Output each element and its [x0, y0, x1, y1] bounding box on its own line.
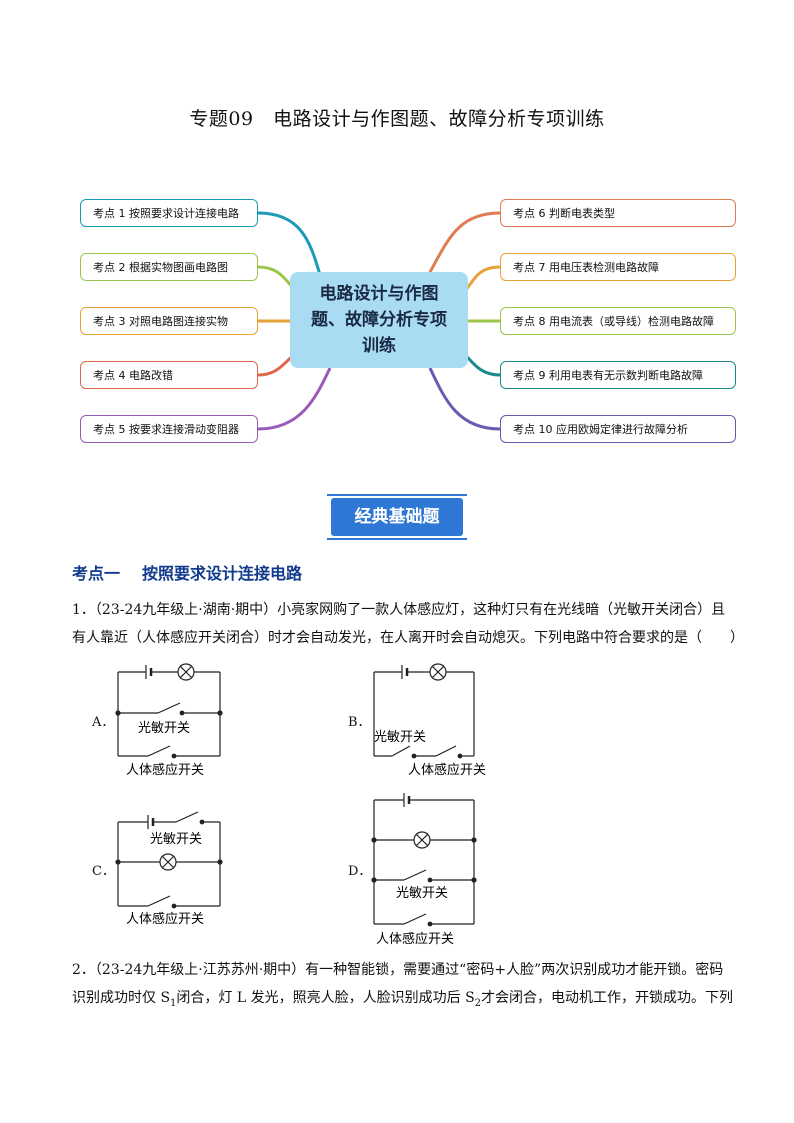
circuit-c [115, 811, 223, 909]
mindmap-center: 电路设计与作图题、故障分析专项训练 [290, 272, 468, 368]
mindmap-right-item-6: 考点 6 判断电表类型 [500, 199, 736, 227]
option-c-label: C． [92, 864, 115, 879]
question-2-line-2: 识别成功时仅 S1闭合，灯 L 发光，照亮人脸，人脸识别成功后 S2才会闭合，电… [72, 984, 734, 1018]
section-banner: 经典基础题 [327, 494, 467, 540]
s1-subscript: 1 [170, 997, 177, 1009]
question-2: 2．（23-24九年级上·江苏苏州·期中）有一种智能锁，需要通过“密码+人脸”两… [72, 956, 734, 1018]
question-2-text-c: 才会闭合，电动机工作，开锁成功。下列 [481, 990, 734, 1006]
circuit-d-body-switch-label: 人体感应开关 [376, 931, 454, 947]
question-2-text-a: 识别成功时仅 S [72, 990, 171, 1006]
mindmap-right-item-10: 考点 10 应用欧姆定律进行故障分析 [500, 415, 736, 443]
banner-label: 经典基础题 [354, 507, 440, 527]
option-b-label: B． [348, 715, 371, 730]
circuit-a [115, 663, 223, 759]
mindmap-left-item-5: 考点 5 按要求连接滑动变阻器 [80, 415, 258, 443]
circuit-b-body-switch-label: 人体感应开关 [408, 762, 486, 778]
mindmap-right-item-8: 考点 8 用电流表（或导线）检测电路故障 [500, 307, 736, 335]
circuit-c-photo-switch-label: 光敏开关 [150, 832, 202, 847]
circuit-d [371, 793, 477, 927]
section-title: 按照要求设计连接电路 [142, 564, 303, 583]
page-title: 专题09 电路设计与作图题、故障分析专项训练 [189, 108, 605, 130]
question-2-text-b: 闭合，灯 L 发光，照亮人脸，人脸识别成功后 S [176, 990, 475, 1006]
mindmap-left-item-4: 考点 4 电路改错 [80, 361, 258, 389]
circuit-b [373, 663, 475, 759]
mindmap-left-item-2: 考点 2 根据实物图画电路图 [80, 253, 258, 281]
circuit-a-body-switch-label: 人体感应开关 [126, 762, 204, 778]
mindmap-right-item-7: 考点 7 用电压表检测电路故障 [500, 253, 736, 281]
question-1-line-1: 1．（23-24九年级上·湖南·期中）小亮家网购了一款人体感应灯，这种灯只有在光… [72, 602, 726, 618]
question-1-line-2: 有人靠近（人体感应开关闭合）时才会自动发光，在人离开时会自动熄灭。下列电路中符合… [72, 630, 744, 646]
circuit-a-photo-switch-label: 光敏开关 [138, 721, 190, 736]
mindmap-center-label: 电路设计与作图题、故障分析专项训练 [311, 284, 447, 356]
question-1: 1．（23-24九年级上·湖南·期中）小亮家网购了一款人体感应灯，这种灯只有在光… [72, 596, 744, 652]
circuit-d-photo-switch-label: 光敏开关 [396, 886, 448, 901]
section-number: 考点一 [72, 564, 121, 583]
s2-subscript: 2 [474, 997, 482, 1009]
mindmap-left-item-1: 考点 1 按照要求设计连接电路 [80, 199, 258, 227]
option-d-label: D． [348, 864, 372, 879]
section-heading: 考点一 按照要求设计连接电路 [72, 560, 302, 584]
option-a-label: A． [92, 715, 115, 730]
mindmap-right-item-9: 考点 9 利用电表有无示数判断电路故障 [500, 361, 736, 389]
circuit-c-body-switch-label: 人体感应开关 [126, 911, 204, 927]
mindmap-left-item-3: 考点 3 对照电路图连接实物 [80, 307, 258, 335]
question-2-line-1: 2．（23-24九年级上·江苏苏州·期中）有一种智能锁，需要通过“密码+人脸”两… [72, 962, 724, 978]
circuit-b-photo-switch-label: 光敏开关 [374, 730, 426, 745]
